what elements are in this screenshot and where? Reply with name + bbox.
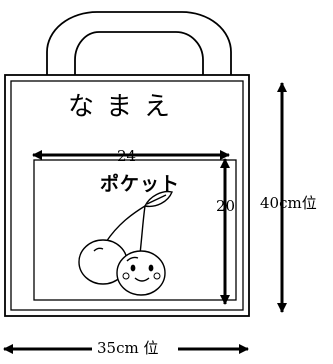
pocket-label: ポケット (100, 173, 181, 195)
pocket (33, 159, 237, 301)
bag-handle-inner (74, 31, 204, 75)
bag-height-label: 40cm位 (260, 194, 317, 212)
name-label: なまえ (68, 92, 183, 122)
bag-width-label: 35cm 位 (97, 339, 159, 357)
pocket-width-label: 24 (117, 147, 137, 165)
bag-handle (46, 11, 232, 75)
bag-body-outer (4, 74, 250, 317)
bag-body-inner (10, 80, 244, 311)
pocket-height-label: 20 (216, 197, 236, 215)
cherry-illustration (78, 190, 173, 296)
